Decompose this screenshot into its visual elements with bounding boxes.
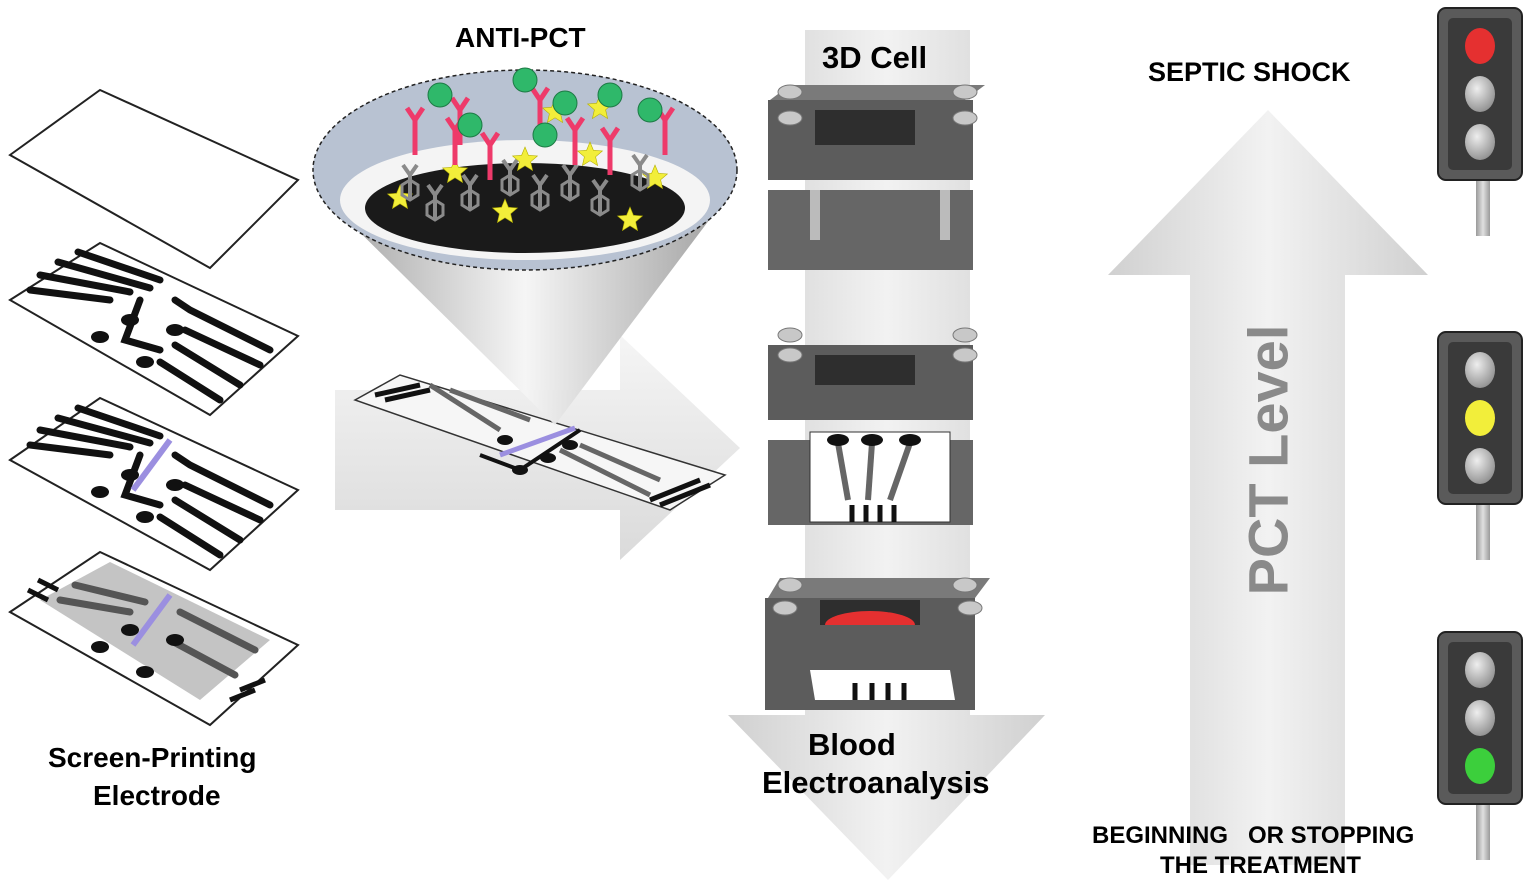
cell-top-assembly bbox=[768, 85, 985, 270]
pct-star-icon bbox=[576, 141, 604, 167]
label-beginning-line2: THE TREATMENT bbox=[1160, 852, 1361, 879]
working-electrode-layer bbox=[8, 396, 300, 572]
label-screen-printing: Screen-Printing bbox=[48, 742, 257, 773]
pct-star-icon bbox=[511, 146, 539, 172]
label-3d-cell: 3D Cell bbox=[822, 40, 928, 75]
label-electrode: Electrode bbox=[93, 780, 221, 811]
traffic-light-green bbox=[1437, 631, 1523, 860]
label-anti-pct: ANTI-PCT bbox=[455, 22, 586, 53]
antibody-icon bbox=[564, 116, 586, 165]
bolt-icon bbox=[952, 110, 978, 126]
traffic-light-yellow bbox=[1437, 331, 1523, 560]
insulation-layer bbox=[8, 550, 300, 727]
label-blood: Blood bbox=[808, 727, 896, 762]
modified-electrode bbox=[353, 374, 727, 511]
electrode-layers bbox=[8, 88, 300, 727]
antigen-icon bbox=[532, 122, 558, 148]
bolt-icon bbox=[777, 110, 803, 126]
pct-star-icon bbox=[491, 198, 519, 224]
bolt-icon bbox=[952, 347, 978, 363]
pct-star-icon bbox=[616, 206, 644, 232]
light-off bbox=[1465, 652, 1495, 688]
electrode-surface-zoom bbox=[312, 69, 738, 271]
pct-level-arrow bbox=[1108, 110, 1428, 865]
antigen-icon bbox=[457, 112, 483, 138]
antigen-icon bbox=[597, 82, 623, 108]
label-septic-shock: SEPTIC SHOCK bbox=[1148, 57, 1351, 87]
label-electroanalysis: Electroanalysis bbox=[762, 765, 990, 800]
antigen-icon bbox=[427, 82, 453, 108]
light-off bbox=[1465, 124, 1495, 160]
bolt-icon bbox=[957, 600, 983, 616]
bolt-icon bbox=[777, 84, 803, 100]
bolt-icon bbox=[772, 600, 798, 616]
traffic-light-pole bbox=[1476, 180, 1490, 236]
light-off bbox=[1465, 76, 1495, 112]
label-beginning-line1: BEGINNING OR STOPPING bbox=[1092, 822, 1415, 849]
traffic-light-pole bbox=[1476, 804, 1490, 860]
surface-molecules bbox=[386, 67, 676, 232]
antibody-icon bbox=[404, 106, 426, 155]
antigen-icon bbox=[552, 90, 578, 116]
antigen-icon bbox=[637, 97, 663, 123]
label-pct-level: PCT Level bbox=[1236, 324, 1300, 596]
light-off bbox=[1465, 700, 1495, 736]
antigen-icon bbox=[512, 67, 538, 93]
traffic-light-pole bbox=[1476, 504, 1490, 560]
cell-closed-assembly bbox=[765, 578, 990, 710]
cell-middle-assembly bbox=[768, 345, 973, 525]
light-green-on bbox=[1465, 748, 1495, 784]
bolt-icon bbox=[777, 327, 803, 343]
bolt-icon bbox=[952, 327, 978, 343]
antibody-icon bbox=[479, 131, 501, 180]
antibody-icon bbox=[599, 126, 621, 175]
light-off bbox=[1465, 448, 1495, 484]
light-off bbox=[1465, 352, 1495, 388]
bolt-icon bbox=[777, 577, 803, 593]
tracks-layer bbox=[8, 241, 300, 417]
cell-bolts bbox=[772, 84, 983, 616]
traffic-light-red bbox=[1437, 7, 1523, 236]
bolt-icon bbox=[952, 577, 978, 593]
substrate-layer bbox=[8, 88, 300, 270]
traffic-lights bbox=[1437, 7, 1523, 860]
light-yellow-on bbox=[1465, 400, 1495, 436]
bolt-icon bbox=[777, 347, 803, 363]
bolt-icon bbox=[952, 84, 978, 100]
light-red-on bbox=[1465, 28, 1495, 64]
pct-star-icon bbox=[441, 158, 469, 184]
